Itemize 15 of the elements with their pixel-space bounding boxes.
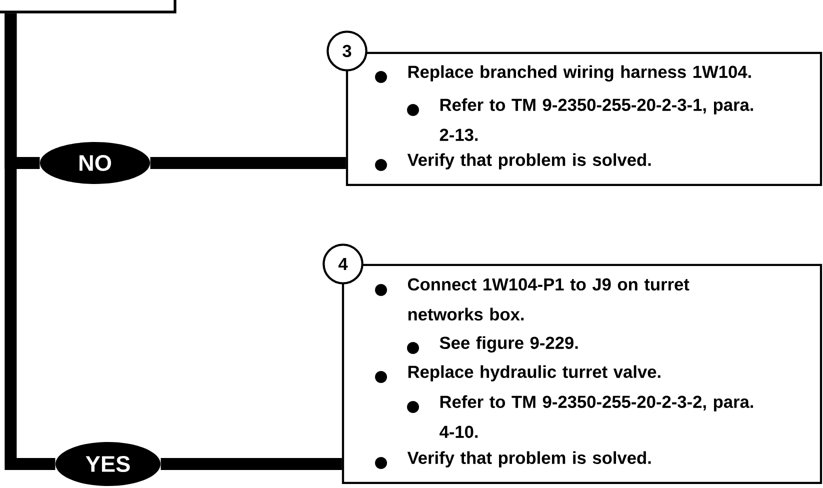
step-number: 3: [326, 30, 368, 72]
decision-oval: NO: [40, 142, 150, 184]
instruction-text: Replace hydraulic turret valve.: [408, 365, 660, 382]
instruction-text: See figure 9-229.: [440, 336, 578, 352]
instruction-text: Replace branched wiring harness 1W104.: [408, 65, 751, 82]
instruction-text: Verify that problem is solved.: [407, 451, 651, 468]
step-number: 4: [322, 244, 364, 284]
decision-oval: YES: [56, 442, 160, 486]
instruction-text: Refer to TM 9-2350-255-20-2-3-2, para. 4-10.: [440, 395, 754, 438]
instruction-text: Refer to TM 9-2350-255-20-2-3-1, para. 2-13.: [440, 98, 754, 141]
instruction-text: Verify that problem is solved.: [407, 153, 651, 170]
connector-line: [160, 458, 342, 470]
connector-line: [150, 157, 346, 169]
process-box: [0, 0, 176, 14]
instruction-text: Connect 1W104-P1 to J9 on turret networks box.: [408, 278, 690, 321]
